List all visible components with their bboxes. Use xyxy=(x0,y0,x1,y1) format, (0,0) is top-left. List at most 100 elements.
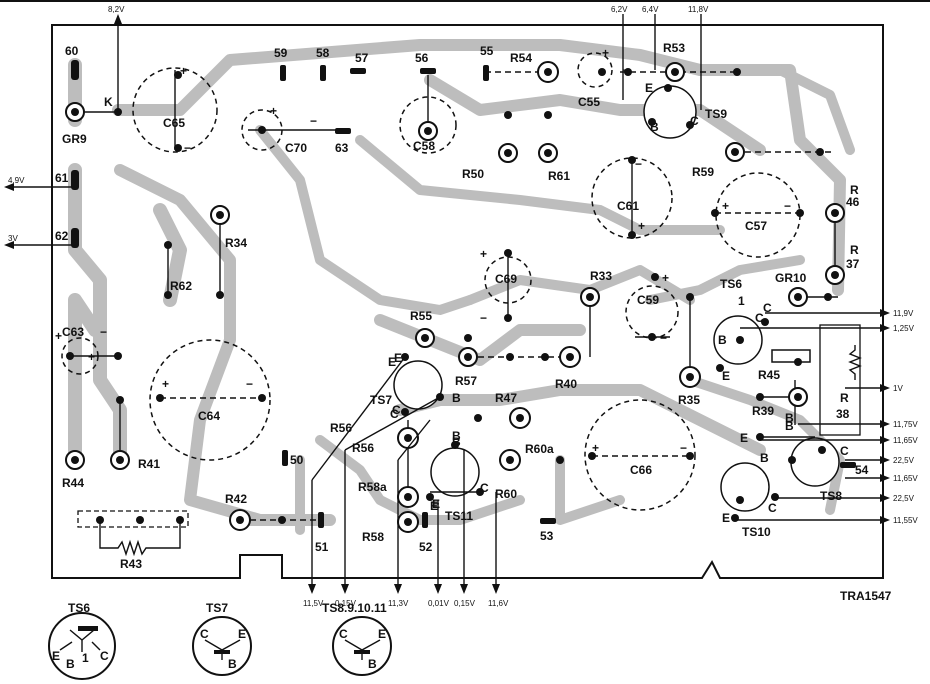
pin-TS7-C: C xyxy=(390,407,399,421)
label-R46-b: 46 xyxy=(846,195,860,209)
label-pin-62: 62 xyxy=(55,229,69,243)
label-C64: C64 xyxy=(198,409,220,423)
pinout-ts7-B: B xyxy=(228,657,237,671)
svg-text:+: + xyxy=(270,104,277,118)
pin-TS6-C2: C xyxy=(755,311,764,325)
label-TS8: TS8 xyxy=(820,489,842,503)
svg-text:+: + xyxy=(662,271,669,285)
svg-text:+: + xyxy=(638,219,645,233)
pinout-ts8: TS8.9.10.11 C E B xyxy=(322,601,392,676)
pin-TS10-B: B xyxy=(760,451,769,465)
svg-text:−: − xyxy=(622,63,629,77)
pinout-ts6-C: C xyxy=(100,649,109,663)
label-R43: R43 xyxy=(120,557,142,571)
svg-text:+: + xyxy=(162,377,169,391)
pin-C-extra: C xyxy=(392,403,401,417)
pinout-title-ts7: TS7 xyxy=(206,601,228,615)
label-R47: R47 xyxy=(495,391,517,405)
label-R35: R35 xyxy=(678,393,700,407)
pin-E-extra: E xyxy=(394,351,402,365)
label-C63: C63 xyxy=(62,325,84,339)
label-R56b: R56 xyxy=(352,441,374,455)
svg-text:+: + xyxy=(180,64,187,78)
pin-B-extra2: B xyxy=(785,419,794,433)
voltage-top-2: 6,4V xyxy=(642,5,659,14)
pinout-ts6: TS6 E B 1 C xyxy=(48,601,116,680)
label-R56a: R56 xyxy=(330,421,352,435)
pin-TS6-1: 1 xyxy=(738,294,745,308)
pin-TS6-B: B xyxy=(718,333,727,347)
pin-points xyxy=(71,60,856,528)
voltage-bottom-5: 11,6V xyxy=(488,599,509,608)
label-R42: R42 xyxy=(225,492,247,506)
label-R55: R55 xyxy=(410,309,432,323)
label-pin-58: 58 xyxy=(316,46,330,60)
pinout-title-ts8: TS8.9.10.11 xyxy=(322,601,387,615)
svg-text:−: − xyxy=(784,199,791,213)
label-R38-b: 38 xyxy=(836,407,850,421)
pin-TS10-C: C xyxy=(768,501,777,515)
label-C57: C57 xyxy=(745,219,767,233)
copper-traces xyxy=(68,39,855,535)
label-R39: R39 xyxy=(752,404,774,418)
voltage-right-2: 1V xyxy=(893,384,903,393)
pin-E-extra2: E xyxy=(430,499,438,513)
voltage-top-0: 8,2V xyxy=(108,5,125,14)
label-C55: C55 xyxy=(578,95,600,109)
voltage-bottom-0: 11,5V xyxy=(303,599,324,608)
voltage-arrows xyxy=(4,14,890,594)
label-R40: R40 xyxy=(555,377,577,391)
svg-text:+: + xyxy=(592,441,599,455)
voltage-right-4: 11,65V xyxy=(893,436,918,445)
svg-text:−: − xyxy=(680,441,687,455)
figure-id: TRA1547 xyxy=(840,589,892,603)
component-labels: R33 R34 R35 R39 R40 R41 R42 R43 R44 R47 … xyxy=(55,41,869,571)
label-pin-53: 53 xyxy=(540,529,554,543)
label-TS11: TS11 xyxy=(445,509,473,523)
svg-text:+: + xyxy=(55,329,62,343)
label-pin-56: 56 xyxy=(415,51,429,65)
voltage-bottom-1: 0,15V xyxy=(335,599,357,608)
pin-B-extra: B xyxy=(452,429,461,443)
label-TS7: TS7 xyxy=(370,393,392,407)
label-R34: R34 xyxy=(225,236,247,250)
pin-TS7-B: B xyxy=(452,391,461,405)
voltage-top-1: 6,2V xyxy=(611,5,628,14)
label-R45: R45 xyxy=(758,368,780,382)
transistors xyxy=(393,85,840,512)
label-C65: C65 xyxy=(163,116,185,130)
voltage-right-3: 11,75V xyxy=(893,420,918,429)
label-TS10: TS10 xyxy=(742,525,771,539)
pinout-ts7: TS7 C E B xyxy=(192,601,252,676)
pin-TS8-C: C xyxy=(840,444,849,458)
label-R41: R41 xyxy=(138,457,160,471)
label-R50: R50 xyxy=(462,167,484,181)
label-TS9: TS9 xyxy=(705,107,727,121)
svg-text:−: − xyxy=(246,377,253,391)
voltage-labels: 8,2V 6,2V 6,4V 11,8V 4,9V 3V 11,9V 1,25V… xyxy=(8,5,918,608)
label-R46-a: R xyxy=(850,183,859,197)
pinout-title-ts6: TS6 xyxy=(68,601,90,615)
voltage-top-3: 11,8V xyxy=(688,5,709,14)
pin-TS7-E: E xyxy=(388,355,396,369)
polarity-marks: + − + − + − − + + − + − + − + + − + − + … xyxy=(55,46,791,455)
pin-letters: K E B C B C C B E E B C E B C B E C E C … xyxy=(104,81,849,525)
svg-text:−: − xyxy=(480,311,487,325)
label-R38-a: R xyxy=(840,391,849,405)
voltage-right-8: 11,55V xyxy=(893,516,918,525)
svg-text:+: + xyxy=(480,247,487,261)
pinout-ts8-E: E xyxy=(378,627,386,641)
label-R59: R59 xyxy=(692,165,714,179)
label-pin-54: 54 xyxy=(855,463,869,477)
label-GR9: GR9 xyxy=(62,132,87,146)
pin-TS6-E: E xyxy=(722,369,730,383)
label-pin-51: 51 xyxy=(315,540,329,554)
voltage-bottom-2: 11,3V xyxy=(388,599,409,608)
pin-TS8-B: B xyxy=(785,411,794,425)
label-pin-55: 55 xyxy=(480,44,494,58)
solder-pads xyxy=(65,61,845,533)
voltage-right-6: 11,65V xyxy=(893,474,918,483)
voltage-right-0: 11,9V xyxy=(893,309,914,318)
label-pin-52: 52 xyxy=(419,540,433,554)
